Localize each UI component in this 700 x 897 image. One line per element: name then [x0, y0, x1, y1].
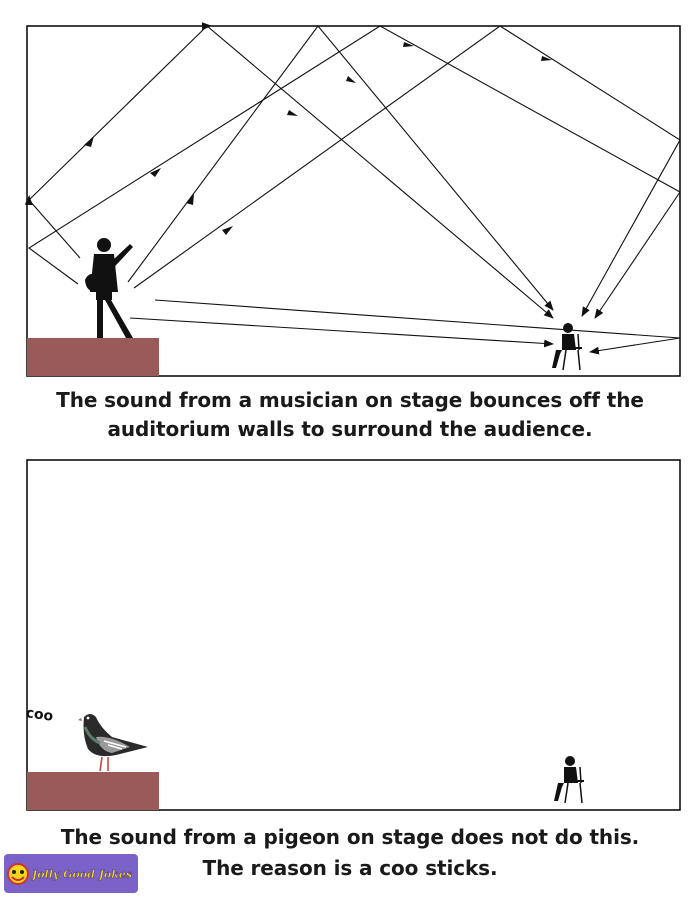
coo-text: coo: [25, 705, 55, 725]
jolly-good-jokes-logo: Jolly Good Jokes: [4, 854, 138, 893]
pigeon-illustration: [78, 714, 148, 772]
auditorium-walls: [26, 459, 681, 811]
pigeon-diagram: coo: [25, 459, 681, 811]
top-caption-line-2: auditorium walls to surround the audienc…: [107, 417, 593, 441]
bottom-caption-line-1: The sound from a pigeon on stage does no…: [60, 825, 640, 849]
auditorium-diagram: [24, 22, 681, 377]
stage: [27, 772, 159, 810]
audience-member-silhouette: [552, 323, 582, 371]
musician-silhouette: [85, 238, 133, 338]
path-arrowheads: [84, 42, 552, 235]
sound-reflection-paths: [24, 22, 681, 355]
top-panel: [0, 0, 700, 380]
stage: [27, 338, 159, 376]
top-caption: The sound from a musician on stage bounc…: [0, 386, 700, 444]
logo-text: Jolly Good Jokes: [30, 868, 132, 881]
bottom-caption: The sound from a pigeon on stage does no…: [0, 822, 700, 884]
bottom-panel: coo: [0, 455, 700, 815]
top-caption-line-1: The sound from a musician on stage bounc…: [56, 388, 644, 412]
audience-member-silhouette: [554, 756, 584, 804]
bottom-caption-line-2: The reason is a coo sticks.: [202, 856, 498, 880]
